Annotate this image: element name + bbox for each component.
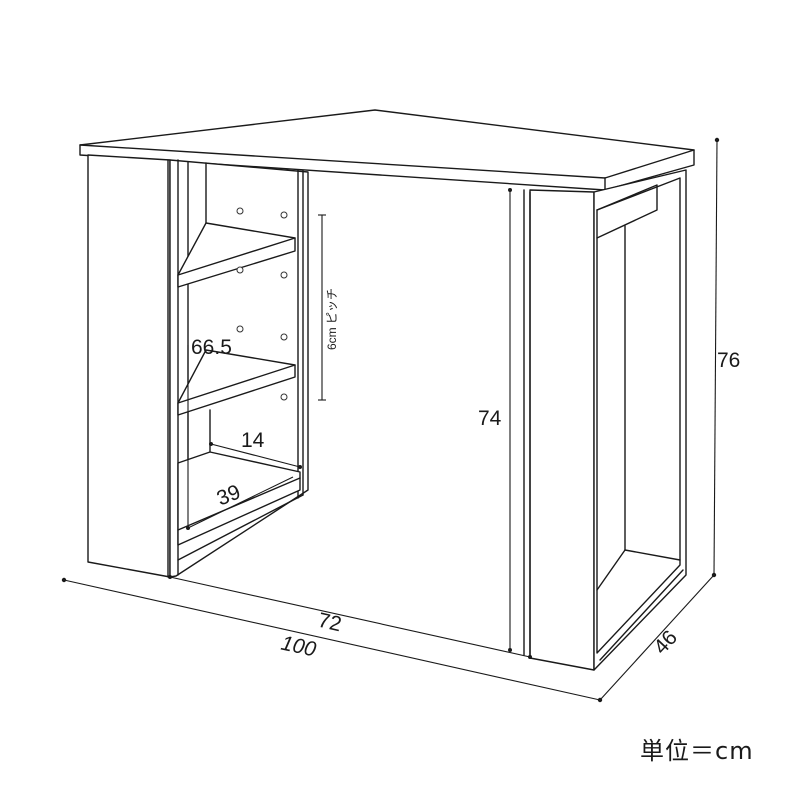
shelf-unit bbox=[169, 159, 309, 578]
desk-top bbox=[79, 109, 695, 193]
unit-note: 単位＝cm bbox=[640, 737, 754, 765]
left-side-panel bbox=[87, 154, 171, 578]
shelf-pitch-label: 6cm ピッチ bbox=[325, 287, 339, 350]
dimension-inner-width-label: 72 bbox=[315, 608, 344, 637]
dimension-shelf-height-label: 66.5 bbox=[191, 336, 232, 359]
right-side-panel bbox=[529, 169, 687, 671]
dimension-lines bbox=[61, 137, 720, 703]
dimension-shelf-width-label: 14 bbox=[241, 429, 265, 452]
dimension-total-height-label: 76 bbox=[717, 349, 741, 372]
dimension-inner-height-label: 74 bbox=[478, 407, 502, 430]
